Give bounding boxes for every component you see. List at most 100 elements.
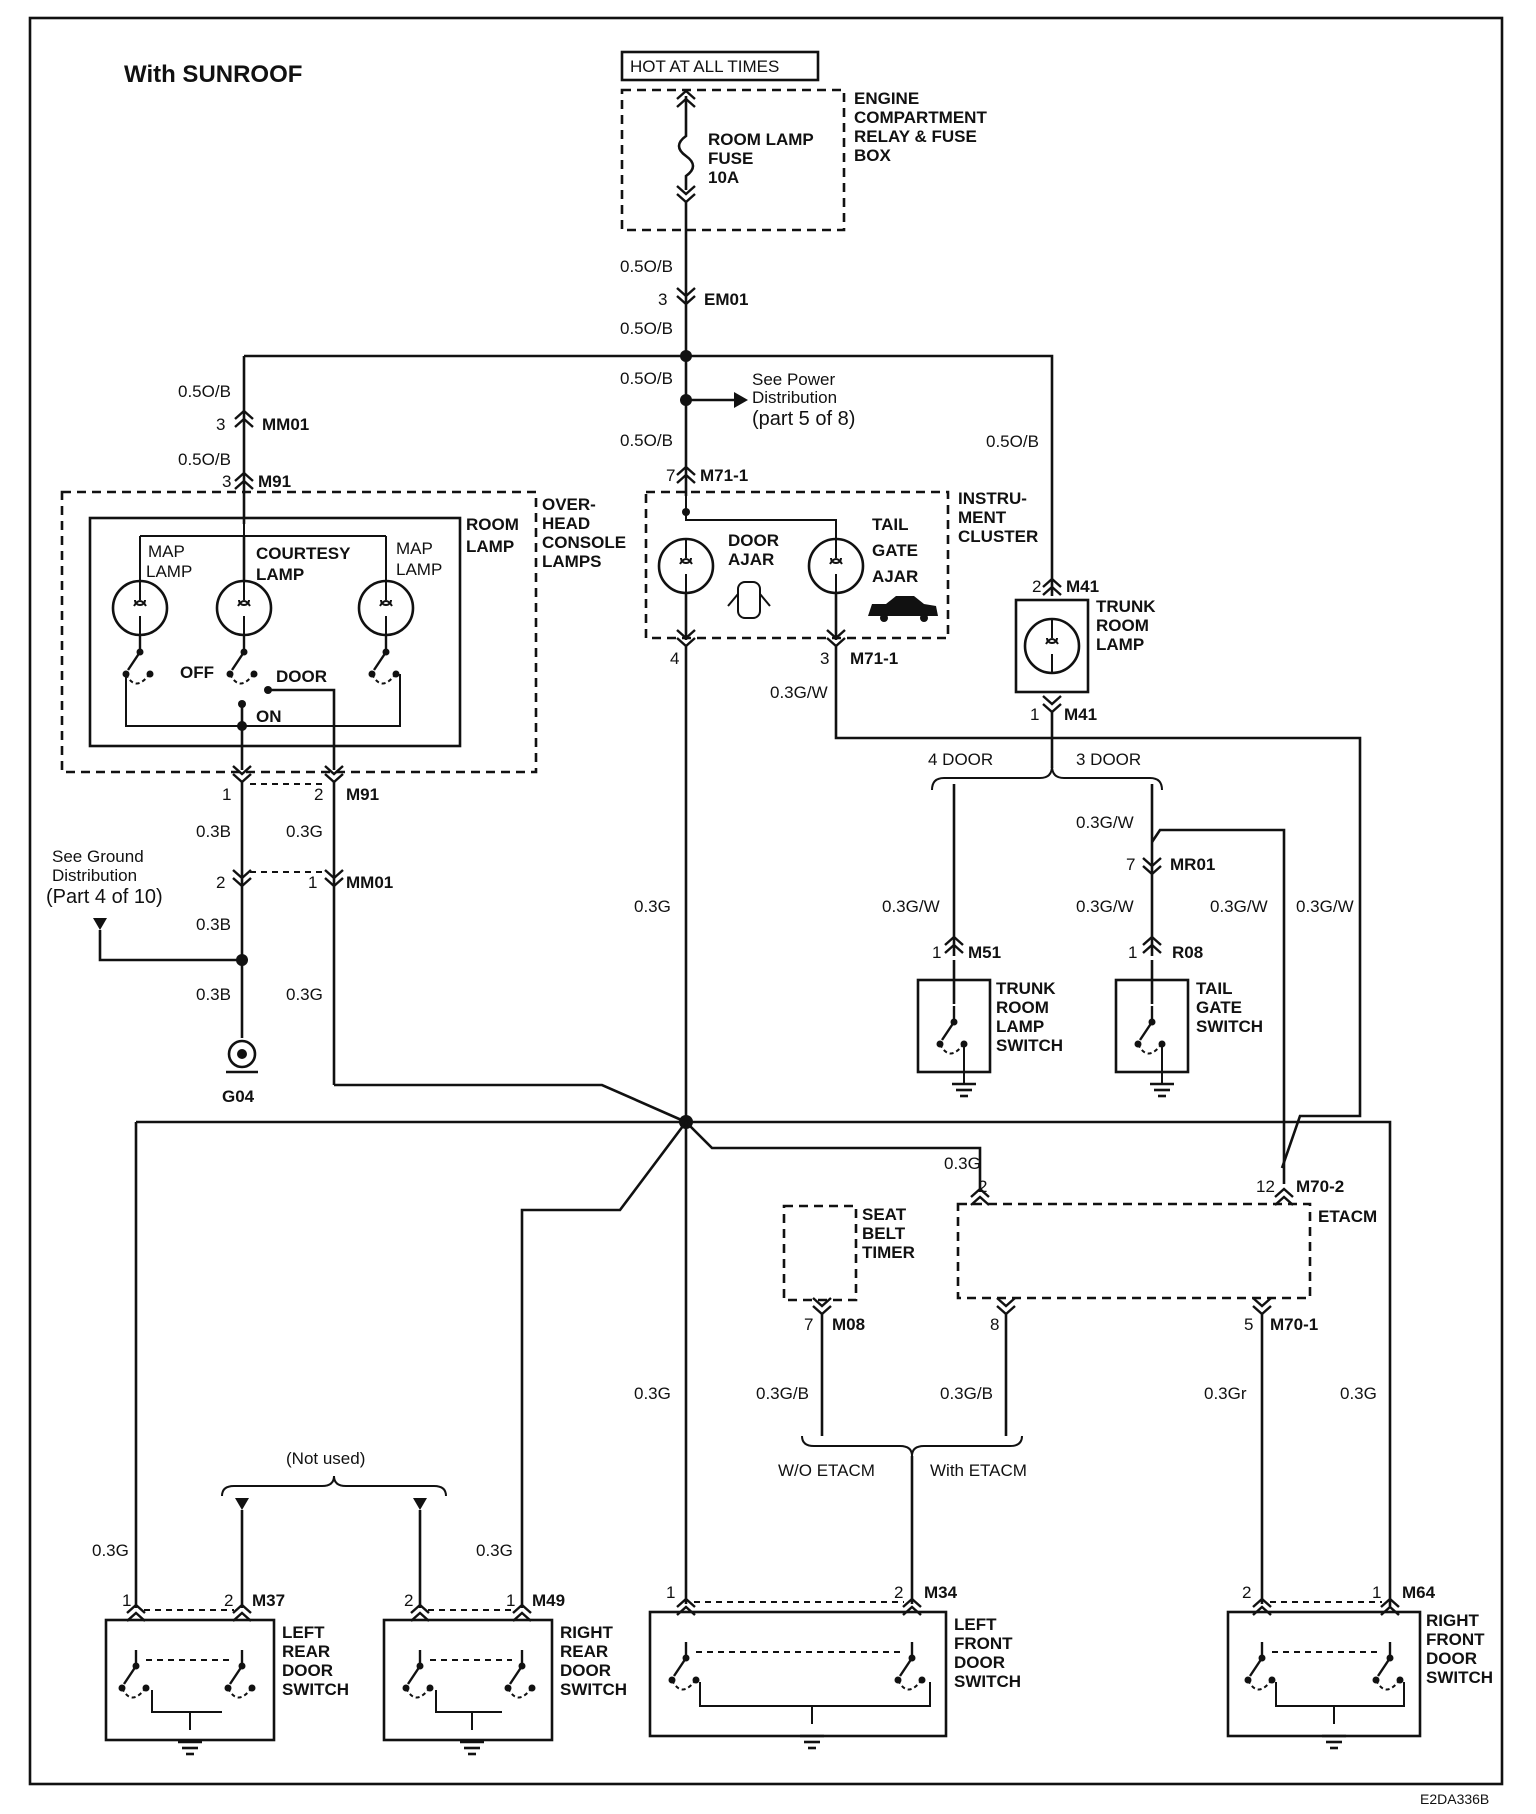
etacm-box <box>956 1202 1312 1300</box>
pin-label: 7 <box>666 466 675 485</box>
tail-gate-switch-label-3: SWITCH <box>1196 1017 1263 1036</box>
switch-off-label: OFF <box>180 663 214 682</box>
seat-belt-label-3: TIMER <box>862 1243 915 1262</box>
trunk-room-lamp-bulb <box>1023 617 1081 675</box>
trunk-switch-label-3: LAMP <box>996 1017 1044 1036</box>
connector-m91-lower: M91 <box>346 785 379 804</box>
seat-belt-label-1: SEAT <box>862 1205 907 1224</box>
door-ajar-bulb <box>657 537 715 595</box>
wire-label: 0.3G <box>634 1384 671 1403</box>
pin-label: 7 <box>804 1315 813 1334</box>
wire-label: 0.5O/B <box>620 319 673 338</box>
door-ajar-icon <box>727 581 771 619</box>
room-lamp-label-1: ROOM <box>466 515 519 534</box>
tail-gate-switch-label-1: TAIL <box>1196 979 1233 998</box>
car-icon <box>868 596 938 622</box>
pin-label: 3 <box>820 649 829 668</box>
connector-mm01-lower: MM01 <box>346 873 393 892</box>
connector-em01: EM01 <box>704 290 748 309</box>
tail-gate-switch-label-2: GATE <box>1196 998 1242 1017</box>
pin-label: 4 <box>670 649 679 668</box>
map-lamp-right-2: LAMP <box>396 560 442 579</box>
door-ajar-label-2: AJAR <box>728 550 774 569</box>
instrument-cluster-box <box>644 490 950 640</box>
pin-label: 2 <box>216 873 225 892</box>
trunk-lamp-label-1: TRUNK <box>1096 597 1156 616</box>
right-front-label-2: FRONT <box>1426 1630 1485 1649</box>
tail-gate-ajar-label-2: GATE <box>872 541 918 560</box>
see-ground-3: (Part 4 of 10) <box>46 886 163 908</box>
pin-label: 1 <box>1128 943 1137 962</box>
left-front-label-4: SWITCH <box>954 1672 1021 1691</box>
map-lamp-left-2: LAMP <box>146 562 192 581</box>
pin-label: 7 <box>1126 855 1135 874</box>
switch-on-label: ON <box>256 707 282 726</box>
pin-label: 12 <box>1256 1177 1275 1196</box>
tail-gate-ajar-label-3: AJAR <box>872 567 918 586</box>
wire-label: 0.3G <box>92 1541 129 1560</box>
left-rear-label-4: SWITCH <box>282 1680 349 1699</box>
pin-label: 1 <box>932 943 941 962</box>
room-lamp-box <box>88 516 462 748</box>
wire-label: 0.3Gr <box>1204 1384 1247 1403</box>
right-rear-label-1: RIGHT <box>560 1623 614 1642</box>
wire-label: 0.3B <box>196 822 231 841</box>
wire-label: 0.3G/W <box>1210 897 1268 916</box>
fuse-box-label-1: ENGINE <box>854 89 919 108</box>
right-front-label-1: RIGHT <box>1426 1611 1480 1630</box>
seat-belt-label-2: BELT <box>862 1224 906 1243</box>
connector-mm01: MM01 <box>262 415 309 434</box>
connector-m91: M91 <box>258 472 291 491</box>
wire-label: 0.3B <box>196 915 231 934</box>
courtesy-label-1: COURTESY <box>256 544 351 563</box>
pin-label: 2 <box>224 1591 233 1610</box>
pin-label: 2 <box>1032 577 1041 596</box>
door-ajar-label-1: DOOR <box>728 531 779 550</box>
connector-m37: M37 <box>252 1591 285 1610</box>
wire-label: 0.3G/W <box>1076 897 1134 916</box>
map-lamp-left-1: MAP <box>148 542 185 561</box>
left-front-door-switch-box <box>648 1610 948 1738</box>
right-rear-label-3: DOOR <box>560 1661 611 1680</box>
connector-m49: M49 <box>532 1591 565 1610</box>
wire-label: 0.3G <box>634 897 671 916</box>
switch-door-label: DOOR <box>276 667 327 686</box>
right-rear-door-switch-box <box>382 1618 554 1742</box>
right-rear-label-2: REAR <box>560 1642 608 1661</box>
wire-label: 0.3G/B <box>940 1384 993 1403</box>
see-power-2: Distribution <box>752 388 837 407</box>
three-door-label: 3 DOOR <box>1076 750 1141 769</box>
connector-m71-1: M71-1 <box>700 466 748 485</box>
see-ground-1: See Ground <box>52 847 144 866</box>
trunk-switch-label-1: TRUNK <box>996 979 1056 998</box>
wire-label: 0.3G/W <box>882 897 940 916</box>
fuse-box-label-4: BOX <box>854 146 892 165</box>
trunk-switch-label-2: ROOM <box>996 998 1049 1017</box>
right-front-label-4: SWITCH <box>1426 1668 1493 1687</box>
right-front-door-switch-box <box>1226 1610 1422 1738</box>
left-rear-label-2: REAR <box>282 1642 330 1661</box>
courtesy-lamp-bulb <box>215 579 273 637</box>
with-etacm-label: With ETACM <box>930 1461 1027 1480</box>
pin-label: 5 <box>1244 1315 1253 1334</box>
connector-r08: R08 <box>1172 943 1203 962</box>
pin-label: 2 <box>404 1591 413 1610</box>
instrument-label-3: CLUSTER <box>958 527 1038 546</box>
wire-label: 0.3G <box>286 985 323 1004</box>
pin-label: 1 <box>122 1591 131 1610</box>
pin-label: 8 <box>990 1315 999 1334</box>
wire-label: 0.3G <box>1340 1384 1377 1403</box>
pin-label: 1 <box>308 873 317 892</box>
fuse-label-2: FUSE <box>708 149 753 168</box>
tail-gate-ajar-bulb <box>807 537 865 595</box>
left-rear-door-switch-box <box>104 1618 276 1742</box>
etacm-label: ETACM <box>1318 1207 1377 1226</box>
pin-label: 1 <box>1030 705 1039 724</box>
pin-label: 1 <box>506 1591 515 1610</box>
wire-label: 0.3B <box>196 985 231 1004</box>
left-rear-label-1: LEFT <box>282 1623 325 1642</box>
see-power-1: See Power <box>752 370 835 389</box>
fuse-box-label-2: COMPARTMENT <box>854 108 987 127</box>
trunk-switch-label-4: SWITCH <box>996 1036 1063 1055</box>
connector-m51: M51 <box>968 943 1001 962</box>
